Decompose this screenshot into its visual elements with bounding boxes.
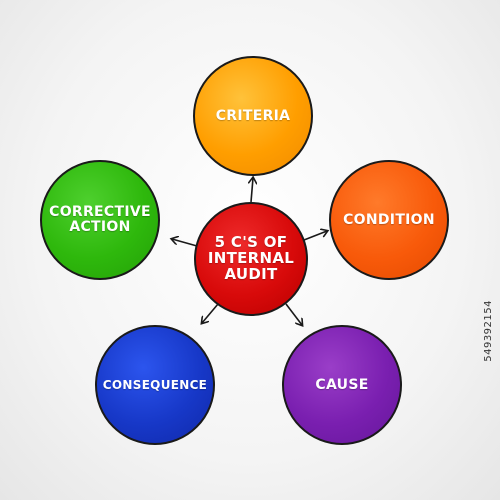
stock-image-id: 549392154 — [483, 300, 494, 362]
arrow-to-cause — [285, 303, 302, 325]
node-condition: CONDITION — [329, 160, 449, 280]
arrow-to-criteria — [251, 178, 253, 203]
node-cause-label: CAUSE — [315, 376, 369, 393]
node-corrective-action-label: CORRECTIVE ACTION — [49, 204, 151, 235]
node-criteria: CRITERIA — [193, 56, 313, 176]
node-criteria-label: CRITERIA — [215, 107, 291, 124]
node-consequence-label: CONSEQUENCE — [102, 377, 208, 392]
arrow-to-condition — [303, 231, 327, 241]
center-node: 5 C'S OF INTERNAL AUDIT — [194, 202, 308, 316]
center-node-label: 5 C'S OF INTERNAL AUDIT — [207, 233, 295, 283]
node-condition-label: CONDITION — [343, 211, 435, 228]
node-corrective-action: CORRECTIVE ACTION — [40, 160, 160, 280]
node-consequence: CONSEQUENCE — [95, 325, 215, 445]
arrow-to-consequence — [202, 303, 219, 323]
node-cause: CAUSE — [282, 325, 402, 445]
arrow-to-corrective-action — [172, 239, 198, 247]
